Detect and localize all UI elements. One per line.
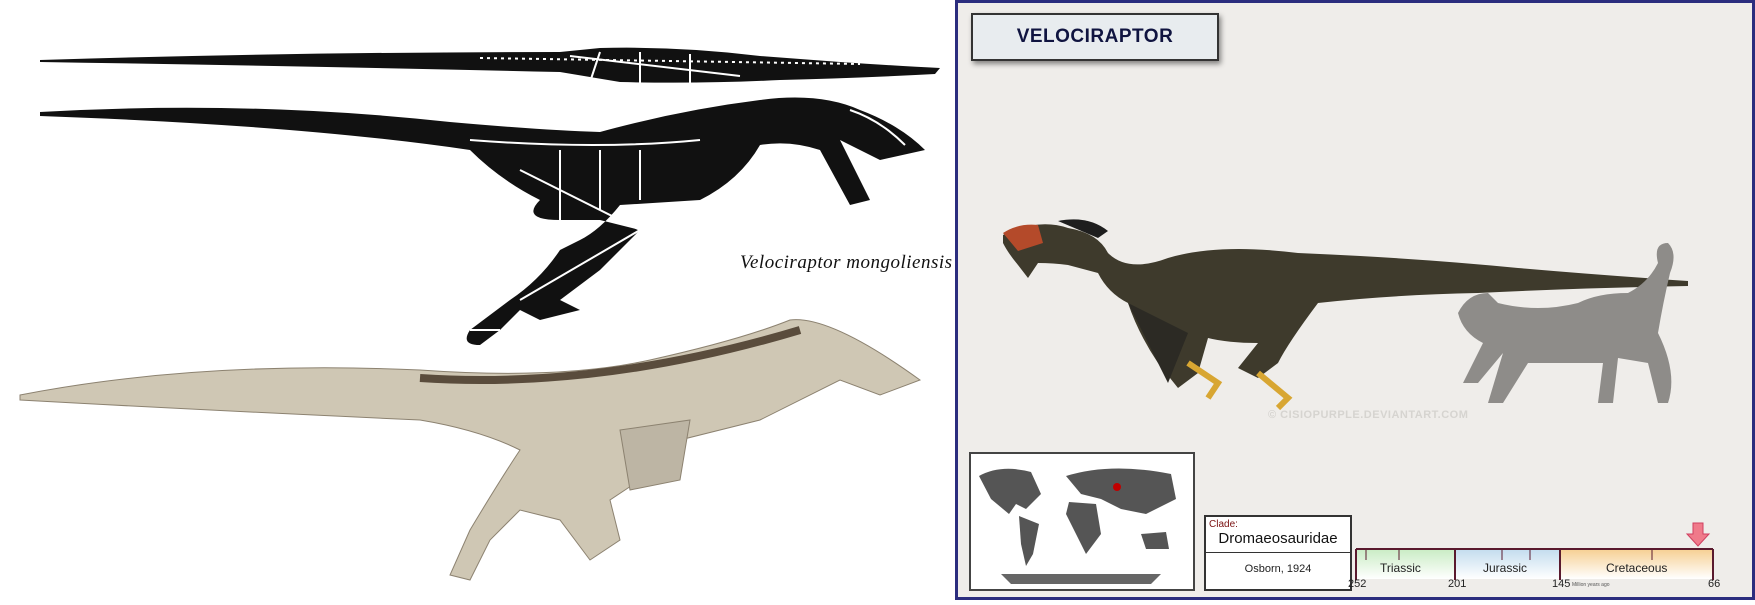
clade-label: Clade: (1209, 519, 1238, 530)
watermark: © CISIOPURPLE.DEVIANTART.COM (1268, 409, 1469, 421)
tick-201: 201 (1448, 578, 1467, 590)
period-label-jurassic: Jurassic (1483, 561, 1528, 575)
velociraptor-illustration (1003, 219, 1688, 411)
timeline-bar (1355, 522, 1714, 580)
period-cretaceous (1560, 549, 1713, 579)
skeleton-side-view (40, 97, 925, 346)
tick-252: 252 (1348, 578, 1367, 590)
geologic-timeline: Triassic Jurassic Cretaceous 252 201 145… (1348, 518, 1748, 598)
world-map (969, 452, 1195, 591)
species-caption: Velociraptor mongoliensis (740, 252, 953, 273)
title-plate: VELOCIRAPTOR (971, 13, 1219, 61)
location-marker (1113, 483, 1121, 491)
velociraptor-skeletal-and-life-drawings (19, 47, 940, 581)
tick-66: 66 (1708, 578, 1721, 590)
reference-drawings-panel: Velociraptor mongoliensis (19, 47, 953, 581)
period-label-triassic: Triassic (1380, 561, 1421, 575)
period-label-cretaceous: Cretaceous (1606, 561, 1668, 575)
skeleton-top-view (40, 47, 940, 84)
period-triassic (1356, 549, 1455, 579)
infographic-panel: VELOCIRAPTOR © CISIOPURPLE.DEVIANTART.CO… (955, 0, 1755, 600)
timeline-unit: Million years ago (1572, 582, 1610, 588)
clade-author: Osborn, 1924 (1244, 563, 1312, 575)
velociraptor-figure (1003, 219, 1688, 411)
clade-name: Dromaeosauridae (1218, 530, 1338, 547)
world-map-graphic (979, 468, 1176, 584)
page-title: VELOCIRAPTOR (1016, 26, 1174, 47)
cat-silhouette-scale (1458, 243, 1674, 403)
period-jurassic (1455, 549, 1560, 579)
age-marker-arrow-icon (1685, 522, 1711, 547)
tick-145: 145 (1552, 578, 1571, 590)
velociraptor-life-drawing (19, 319, 922, 581)
clade-box: Clade: Dromaeosauridae Osborn, 1924 (1204, 515, 1352, 591)
